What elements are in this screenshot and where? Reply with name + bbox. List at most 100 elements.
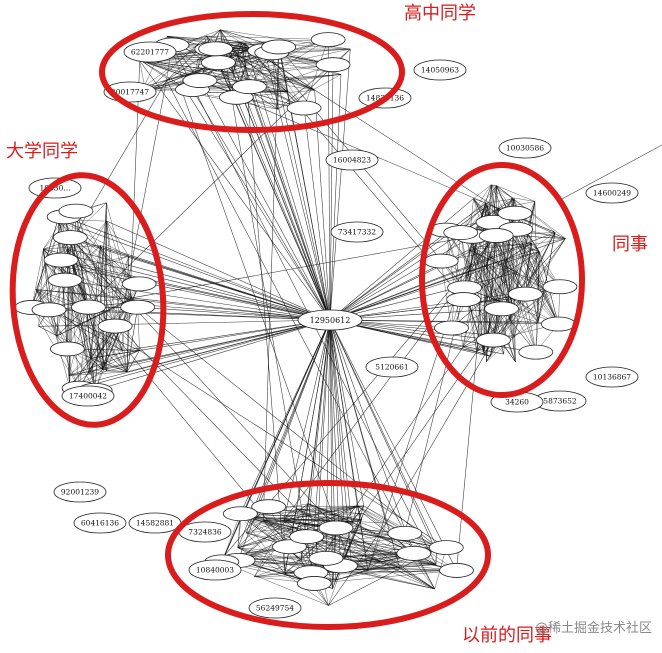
edge	[537, 290, 548, 323]
edge	[31, 219, 59, 308]
edge	[476, 184, 492, 352]
edge	[237, 319, 331, 561]
edge	[329, 319, 539, 323]
edge	[263, 46, 279, 521]
edge	[357, 505, 387, 524]
edge	[67, 248, 138, 308]
edge	[79, 319, 331, 389]
edge	[329, 232, 556, 321]
edge	[525, 243, 533, 295]
node	[49, 341, 85, 357]
edge	[329, 198, 474, 321]
edge	[510, 201, 536, 321]
edge	[126, 307, 138, 372]
edge	[246, 519, 284, 534]
edge	[106, 221, 116, 327]
edge	[43, 248, 297, 509]
node-ellipse	[585, 182, 639, 204]
node	[52, 230, 88, 246]
edge	[72, 239, 331, 321]
edge	[314, 90, 331, 321]
node	[476, 332, 511, 348]
edge	[241, 513, 364, 517]
nodes-layer: 6220177714830136200177471405096316004823…	[14, 32, 639, 619]
node-label: 7324836	[188, 528, 222, 537]
edge	[237, 503, 309, 561]
edge	[332, 580, 336, 589]
node-label: 60416136	[81, 519, 119, 528]
edge	[220, 29, 242, 43]
node	[200, 55, 236, 71]
node-label: 16004823	[333, 156, 371, 165]
edge	[86, 307, 92, 359]
node-label: 5120661	[375, 363, 408, 372]
node	[387, 525, 423, 541]
edge	[102, 221, 107, 370]
node-former-colleagues: 10840003	[188, 559, 242, 581]
edge	[72, 239, 140, 351]
edge	[440, 184, 492, 262]
node	[286, 100, 322, 116]
edge	[329, 205, 488, 321]
edge	[329, 319, 437, 547]
edge	[329, 319, 336, 581]
node	[428, 540, 464, 555]
node-former-colleagues: 60416136	[73, 512, 127, 534]
edge	[462, 258, 507, 348]
node	[308, 550, 344, 566]
edge	[329, 319, 333, 589]
node	[43, 252, 79, 268]
edge	[296, 508, 381, 563]
edge	[237, 519, 284, 561]
edge	[241, 516, 286, 574]
node-ellipse	[73, 512, 127, 534]
edge	[525, 294, 537, 353]
edge	[246, 532, 286, 574]
edge	[329, 74, 342, 321]
node-ellipse	[585, 366, 639, 388]
node-label: 92001239	[61, 488, 99, 497]
node-former-colleagues: 56249754	[248, 597, 302, 619]
edge	[496, 185, 535, 202]
edge	[90, 319, 331, 359]
node	[198, 41, 234, 57]
edge	[525, 232, 556, 295]
edge	[310, 346, 464, 573]
edge	[199, 39, 329, 81]
edge	[328, 505, 365, 606]
edge	[220, 29, 331, 321]
edge	[137, 306, 331, 321]
edge	[308, 503, 436, 551]
edge	[57, 219, 331, 321]
node	[232, 79, 267, 95]
edge	[67, 248, 70, 388]
node	[310, 32, 346, 47]
edge	[464, 243, 532, 289]
edge	[329, 49, 351, 321]
node	[315, 57, 351, 73]
edge	[469, 249, 548, 291]
node	[396, 545, 432, 561]
edge	[277, 40, 331, 321]
edge	[329, 319, 504, 355]
node-label: 14050963	[421, 66, 459, 75]
edge	[254, 519, 285, 577]
edge	[506, 243, 532, 260]
edge	[441, 260, 559, 325]
edge	[472, 246, 518, 273]
edge	[139, 350, 447, 548]
group-ring-university	[9, 172, 167, 428]
node	[478, 228, 514, 243]
node-label: 5873652	[543, 397, 577, 406]
group-label-high-school: 高中同学	[404, 3, 476, 24]
edge	[64, 280, 128, 372]
edge	[537, 232, 556, 323]
edge	[245, 66, 331, 321]
edge	[68, 307, 138, 376]
group-ring-colleagues	[419, 162, 585, 398]
node-label: 20017747	[111, 88, 149, 97]
edge	[106, 220, 331, 321]
edge	[537, 251, 540, 323]
node	[120, 299, 156, 315]
